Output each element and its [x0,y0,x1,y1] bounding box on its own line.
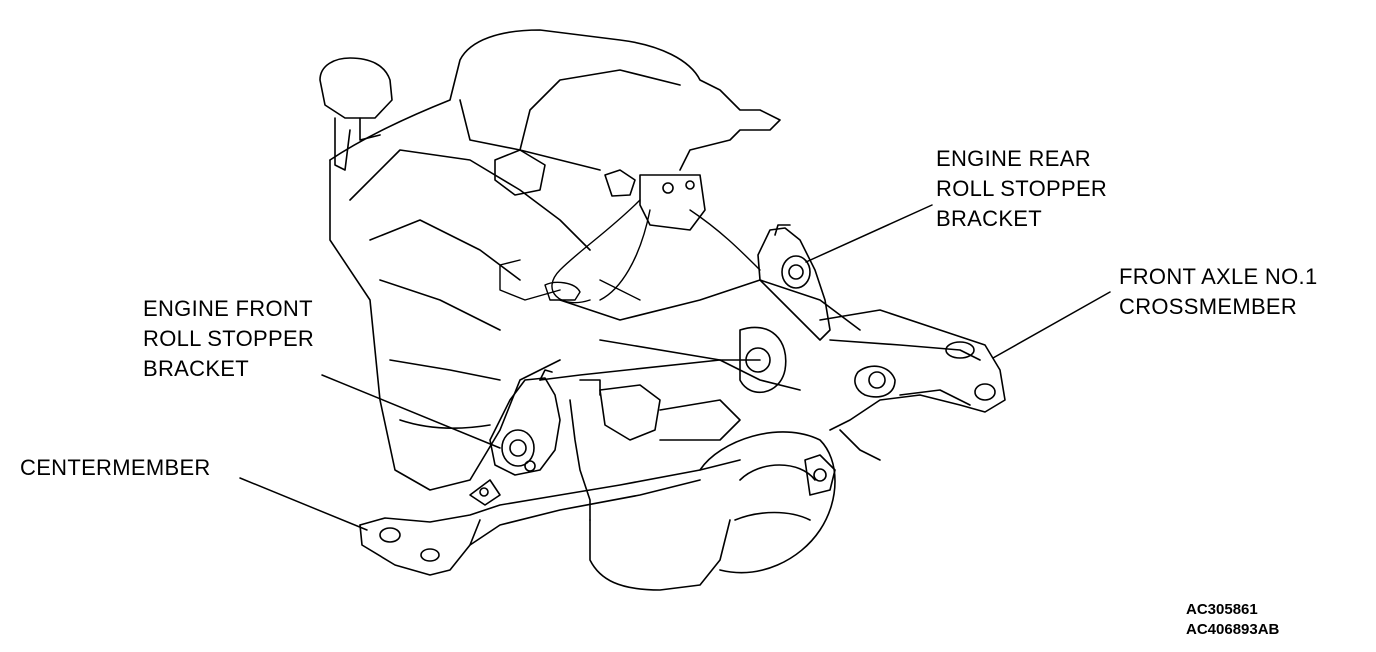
centermember [359,399,741,576]
subframe-body [539,279,861,441]
leader-lines [239,204,1111,531]
rear-roll-stopper-bracket [757,224,831,341]
leader-crossmember [992,291,1111,359]
cylinder-head-details [494,149,706,231]
label-line: ENGINE FRONT [143,296,313,321]
label-line: CROSSMEMBER [1119,294,1298,319]
label-line: ENGINE REAR [936,146,1091,171]
reservoir-cap [319,57,393,171]
figure-codes: AC305861 AC406893AB [1186,600,1279,640]
label-centermember: CENTERMEMBER [20,453,211,483]
figure-code: AC406893AB [1186,621,1280,638]
leader-front-bracket [321,374,501,449]
label-line: ROLL STOPPER [936,176,1108,201]
engine-block-outline [329,29,781,491]
label-line: FRONT AXLE NO.1 [1119,264,1318,289]
leader-rear-bracket [805,204,933,263]
label-line: CENTERMEMBER [20,455,211,480]
transmission-case [589,431,836,591]
label-line: ROLL STOPPER [143,326,315,351]
label-line: BRACKET [936,206,1043,231]
label-line: BRACKET [143,356,250,381]
label-engine-front-roll-stopper-bracket: ENGINE FRONT ROLL STOPPER BRACKET [143,294,314,384]
front-roll-stopper-bracket [489,369,561,476]
leader-centermember [239,477,368,531]
label-engine-rear-roll-stopper-bracket: ENGINE REAR ROLL STOPPER BRACKET [936,144,1107,234]
figure-code: AC305861 [1186,601,1258,618]
label-front-axle-crossmember: FRONT AXLE NO.1 CROSSMEMBER [1119,262,1317,322]
wiring-harness [499,199,761,304]
front-axle-crossmember [819,309,1006,461]
